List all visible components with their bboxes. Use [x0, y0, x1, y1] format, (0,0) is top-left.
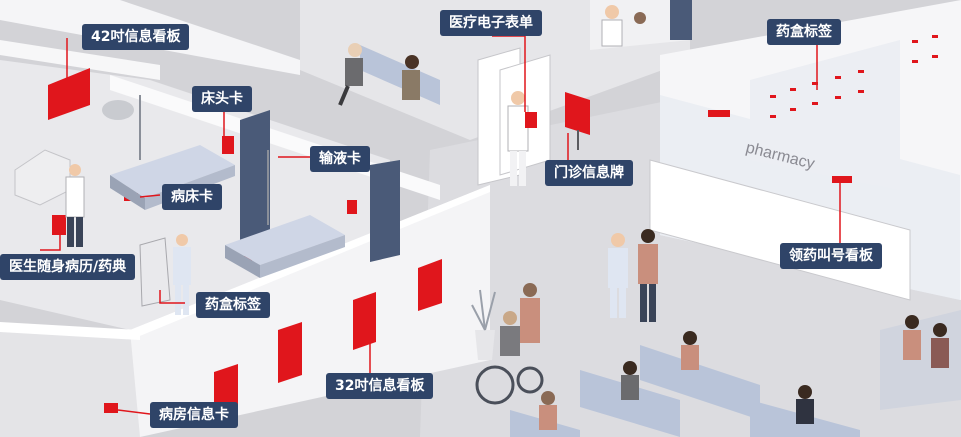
right-people — [903, 315, 949, 368]
label-bed-card: 病床卡 — [162, 184, 222, 210]
pharmacy-shelves — [750, 40, 900, 190]
waiting-person-1 — [338, 43, 363, 106]
pharmacy-shelf-labels — [770, 35, 938, 118]
ward-door-2 — [370, 160, 400, 262]
hospital-bed-2 — [225, 215, 345, 265]
epaper-clinic-sign — [565, 92, 590, 135]
label-board-32: 32吋信息看板 — [326, 373, 434, 399]
lamp — [102, 100, 134, 120]
wheelchair-group — [475, 283, 544, 405]
epaper-board-42 — [48, 68, 90, 120]
ward-wall-top-left — [0, 40, 160, 80]
medicine-cart — [139, 237, 171, 307]
nurse-with-tablet — [507, 91, 529, 186]
waiting-row-1 — [580, 370, 680, 437]
epaper-board-32-a — [278, 322, 302, 383]
epaper-pickup-board — [832, 176, 852, 183]
epaper-ward-card — [104, 403, 118, 413]
ward-lower-left — [0, 330, 140, 437]
epaper-infusion — [347, 200, 357, 214]
waiting-person-2 — [402, 55, 420, 100]
label-emr-form: 医疗电子表单 — [440, 10, 542, 36]
seated-people — [539, 331, 814, 430]
ward-lower-wall-top — [0, 322, 140, 340]
corridor-people — [608, 229, 658, 322]
ward-door — [240, 110, 270, 240]
epaper-board-32-b — [353, 292, 376, 350]
epaper-doctor-tablet — [52, 215, 66, 235]
epaper-emr-tablet — [525, 112, 537, 128]
label-clinic-sign: 门诊信息牌 — [545, 160, 633, 186]
label-medicine-box-ward: 药盒标签 — [196, 292, 270, 318]
plant — [471, 289, 496, 360]
epaper-bedhead — [222, 136, 234, 154]
consult-people — [601, 5, 646, 47]
label-doctor-record: 医生随身病历/药典 — [0, 254, 136, 280]
hospital-bed-1 — [110, 145, 235, 198]
epaper-pharmacy-top — [708, 110, 730, 117]
waiting-row-2 — [640, 345, 760, 420]
label-ward-card: 病房信息卡 — [150, 402, 238, 428]
epaper-board-32-c — [418, 259, 442, 311]
label-medicine-box-pharmacy: 药盒标签 — [767, 19, 841, 45]
label-infusion-card: 输液卡 — [310, 146, 370, 172]
label-board-42: 42吋信息看板 — [82, 24, 190, 50]
label-pickup-call-board: 领药叫号看板 — [780, 243, 882, 269]
nurse-figure — [173, 234, 191, 315]
label-bedhead-card: 床头卡 — [192, 86, 252, 112]
doctor-figure — [65, 164, 85, 247]
